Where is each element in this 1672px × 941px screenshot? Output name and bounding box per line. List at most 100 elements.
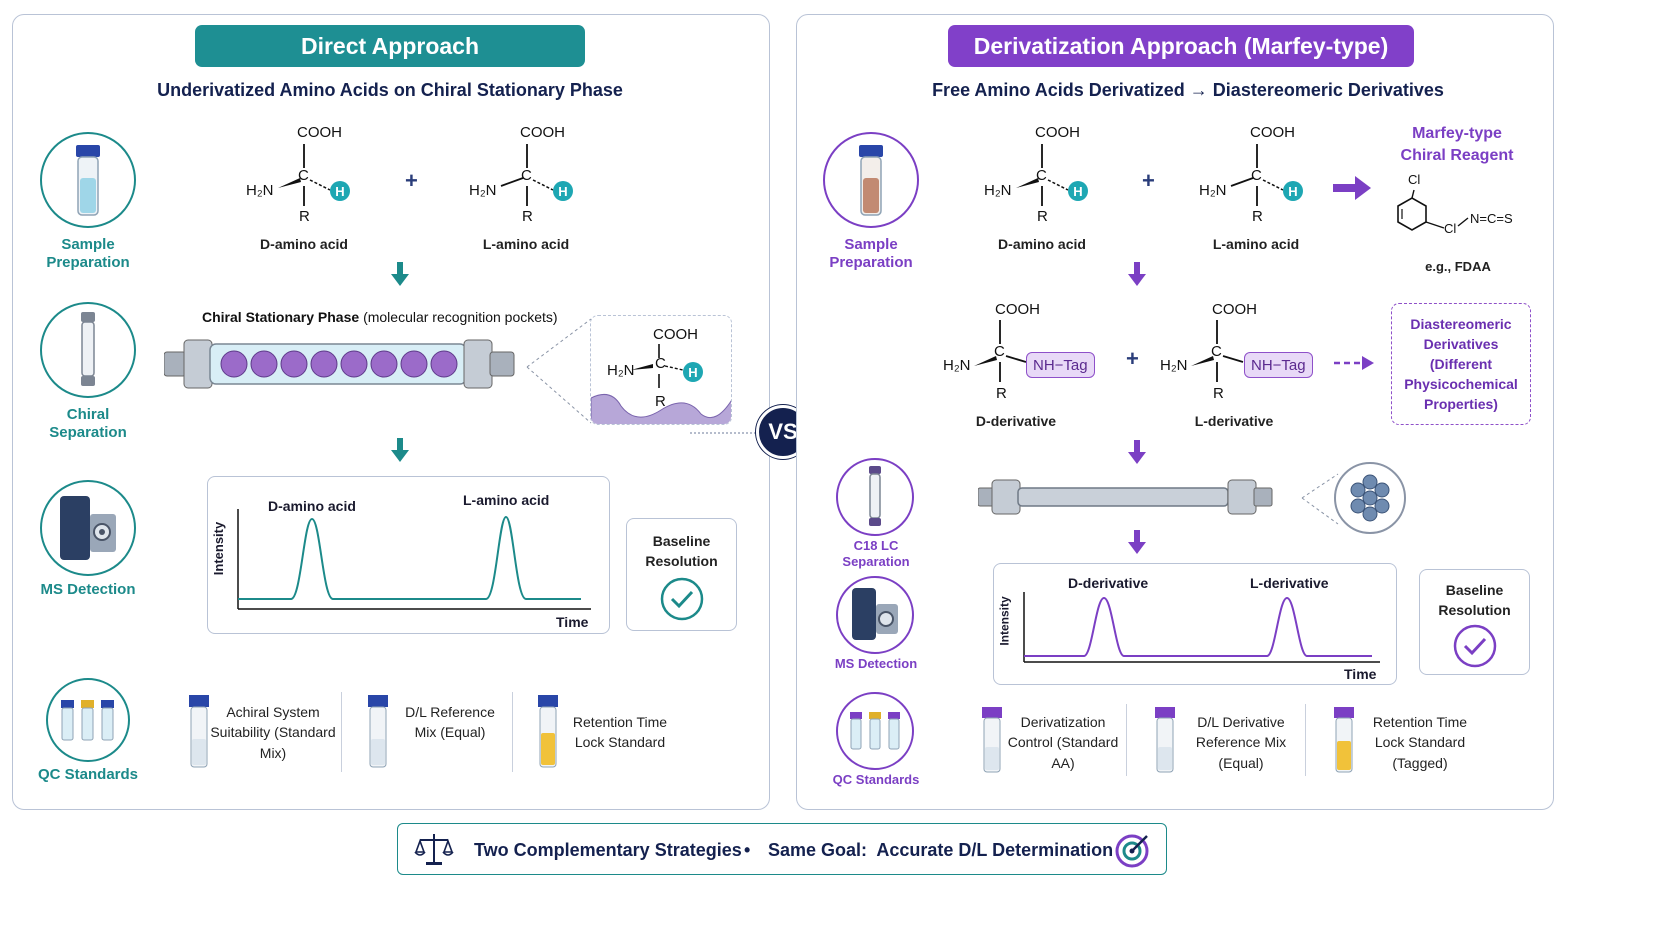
pocket-h2n: H₂N [607, 362, 635, 379]
ld-h2n: H₂N [1160, 357, 1188, 374]
reagent-cl-side: Cl [1444, 221, 1457, 236]
direct-approach-banner: Direct Approach [195, 25, 585, 67]
rd-cooh: COOH [1035, 124, 1080, 141]
ms-detection-label-right: MS Detection [834, 656, 918, 671]
ms-detection-label: MS Detection [40, 581, 136, 598]
rd-h-badge: H [1068, 181, 1088, 201]
sample-vial-icon [859, 145, 883, 216]
dd-r: R [996, 385, 1007, 402]
derivative-resolution-box: Baseline Resolution [1419, 569, 1530, 675]
d-amino-acid-label: D-amino acid [260, 236, 348, 252]
qc-right-item-3: Retention Time Lock Standard (Tagged) [1372, 714, 1468, 771]
direct-chromatogram: Intensity Time D-amino acid L-amino acid [207, 476, 610, 634]
rd-amino-acid-label: D-amino acid [998, 236, 1086, 252]
chiral-separation-label: Chiral Separation [49, 406, 127, 441]
reagent-cl-top: Cl [1408, 172, 1421, 187]
diastereomeric-text: Diastereomeric Derivatives (Different Ph… [1404, 316, 1518, 412]
diastereomeric-box: Diastereomeric Derivatives (Different Ph… [1391, 303, 1531, 425]
column-icon [81, 312, 95, 386]
column-icon [869, 466, 881, 526]
peak-d-derivative-label: D-derivative [1068, 575, 1149, 591]
reagent-example: e.g., FDAA [1425, 259, 1491, 274]
resolution-text-right: Baseline Resolution [1438, 582, 1511, 619]
qc-standards-label: QC Standards [37, 766, 139, 783]
rd-h2n: H₂N [984, 182, 1012, 199]
rl-amino-acid-label: L-amino acid [1212, 236, 1300, 252]
mass-spec-icon [60, 496, 116, 560]
ld-carbon: C [1211, 343, 1222, 360]
qc-divider [341, 692, 342, 772]
l-h2n: H₂N [469, 182, 497, 199]
qc-vial-yellow-icon [1334, 707, 1354, 773]
derivatization-approach-banner: Derivatization Approach (Marfey-type) [948, 25, 1414, 67]
derivative-chromatogram: Intensity Time D-derivative L-derivative [993, 563, 1397, 685]
resolution-text: Baseline Resolution [645, 533, 718, 570]
qc-right-item-2: D/L Derivative Reference Mix (Equal) [1195, 714, 1287, 771]
down-arrow-icon [391, 438, 409, 462]
ms-detection-circle-right [836, 576, 914, 654]
qc-vial-yellow-icon [538, 695, 558, 768]
check-icon [1453, 624, 1496, 667]
down-arrow-icon [1128, 262, 1146, 286]
target-icon [1115, 834, 1149, 868]
particles-icon [1350, 474, 1390, 522]
ld-tag: NH−Tag [1244, 352, 1313, 378]
qc-vials-icon [850, 712, 900, 750]
sample-prep-label-right: Sample Preparation [829, 236, 913, 271]
l-h-badge: H [553, 181, 573, 201]
csp-title: Chiral Stationary Phase (molecular recog… [202, 309, 558, 325]
balance-scale-icon [414, 834, 454, 865]
rl-h2n: H₂N [1199, 182, 1227, 199]
reagent-title: Marfey-type Chiral Reagent [1400, 125, 1514, 164]
qc-vial-purple-icon [982, 707, 1002, 773]
l-amino-acid-label: L-amino acid [482, 236, 570, 252]
rd-amino-acid-bonds [1016, 144, 1069, 206]
qc-right-item-1: Derivatization Control (Standard AA) [1007, 714, 1119, 771]
dd-bonds [974, 320, 1027, 382]
ld-cooh: COOH [1212, 301, 1257, 318]
l-r: R [522, 208, 533, 225]
peak-l-label: L-amino acid [463, 492, 550, 508]
rl-r: R [1252, 208, 1263, 225]
chromatogram-ylabel: Intensity [211, 521, 227, 576]
fdaa-structure [1397, 189, 1469, 231]
chromatogram-xlabel-right: Time [1344, 666, 1377, 682]
check-icon [660, 577, 703, 620]
peak-d-label: D-amino acid [268, 498, 356, 514]
qc-vial-blue-icon [189, 695, 209, 768]
footer-bar: Two Complementary Strategies • Same Goal… [397, 823, 1167, 875]
chromatogram-ylabel-right: Intensity [997, 596, 1012, 646]
reagent-ncs: N=C=S [1470, 211, 1513, 226]
qc-vials-icon [61, 700, 114, 741]
dashed-arrow-icon [1334, 356, 1374, 370]
chromatogram-xlabel: Time [556, 614, 589, 630]
qc-vial-blue-icon [368, 695, 388, 768]
sample-prep-circle [40, 132, 136, 228]
qc-left-item-3: Retention Time Lock Standard [572, 714, 668, 751]
l-amino-acid-bonds [500, 144, 554, 206]
qc-vial-purple-icon [1155, 707, 1175, 773]
ld-r: R [1213, 385, 1224, 402]
csp-title-rest: (molecular recognition pockets) [363, 309, 558, 325]
chromatogram-trace-right [1023, 592, 1380, 663]
d-r: R [299, 208, 310, 225]
peak-l-derivative-label: L-derivative [1250, 575, 1329, 591]
qc-divider [512, 692, 513, 772]
rl-amino-acid-bonds [1230, 144, 1284, 206]
c18-separation-label: C18 LC Separation [842, 538, 910, 569]
rl-carbon: C [1251, 167, 1262, 184]
pocket-carbon: C [655, 355, 666, 372]
rl-cooh: COOH [1250, 124, 1295, 141]
pocket-molecule-bonds [631, 344, 684, 388]
c18-particles-zoom [1334, 462, 1406, 534]
d-h2n: H₂N [246, 182, 274, 199]
plus-sign-right: + [1142, 168, 1155, 193]
direct-resolution-box: Baseline Resolution [626, 518, 737, 631]
c18-zoom-lines [1301, 473, 1339, 525]
ld-bonds [1191, 320, 1244, 382]
chromatogram-trace [237, 509, 591, 610]
qc-standards-circle-right [836, 692, 914, 770]
sample-prep-circle-right [823, 132, 919, 228]
chiral-column-illustration [164, 339, 515, 389]
recognition-pocket-zoom: COOH C H₂N H R [590, 315, 732, 425]
